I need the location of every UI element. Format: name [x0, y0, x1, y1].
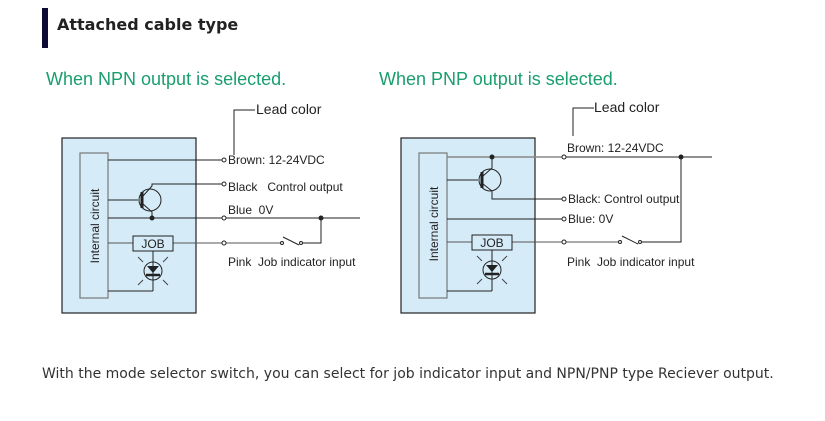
npn-blue-junction: [149, 215, 155, 221]
npn-blue-terminal: [221, 215, 227, 221]
pnp-brown-terminal: [561, 154, 567, 160]
npn-job-switch-icon: [280, 218, 322, 246]
footer-description: With the mode selector switch, you can s…: [42, 366, 774, 382]
pnp-transistor-icon: [447, 157, 562, 200]
pnp-black-label: Black: Control output: [568, 192, 680, 206]
npn-lead-color-label: Lead color: [256, 101, 322, 117]
pnp-brown-label: Brown: 12-24VDC: [567, 141, 664, 155]
npn-internal-circuit-block: [79, 152, 109, 299]
npn-lead-color-pointer: [233, 109, 255, 155]
npn-pink-label: Pink Job indicator input: [228, 255, 356, 269]
pnp-internal-circuit-block: [418, 152, 448, 299]
npn-led-icon: [108, 251, 169, 292]
pnp-blue-terminal: [561, 216, 567, 222]
pnp-diagram: Internal circuit Lead color Brown: 12-24…: [400, 99, 712, 314]
pnp-pink-terminal: [561, 239, 567, 245]
npn-internal-circuit-label: Internal circuit: [88, 188, 102, 263]
npn-diagram: Internal circuit Lead color Brown: 12-24…: [61, 101, 360, 314]
npn-black-label: Black Control output: [228, 180, 343, 194]
pnp-lead-color-label: Lead color: [594, 99, 660, 115]
npn-black-terminal: [221, 181, 227, 187]
npn-heading: When NPN output is selected.: [46, 69, 287, 89]
pnp-lead-color-pointer: [572, 107, 594, 136]
npn-job-label: JOB: [141, 237, 164, 251]
pnp-pink-label: Pink Job indicator input: [567, 255, 695, 269]
pnp-job-switch-icon: [618, 157, 682, 245]
pnp-internal-circuit-label: Internal circuit: [427, 186, 441, 261]
npn-brown-label: Brown: 12-24VDC: [228, 153, 325, 167]
section-accent-bar: [42, 8, 48, 48]
section-title: Attached cable type: [57, 15, 239, 34]
pnp-black-terminal: [561, 196, 567, 202]
pnp-led-icon: [447, 250, 508, 292]
npn-blue-label: Blue 0V: [228, 203, 273, 217]
pnp-job-label: JOB: [480, 236, 503, 250]
pnp-heading: When PNP output is selected.: [379, 69, 618, 89]
npn-pink-terminal: [221, 240, 227, 246]
npn-brown-terminal: [221, 157, 227, 163]
pnp-blue-label: Blue: 0V: [568, 212, 613, 226]
